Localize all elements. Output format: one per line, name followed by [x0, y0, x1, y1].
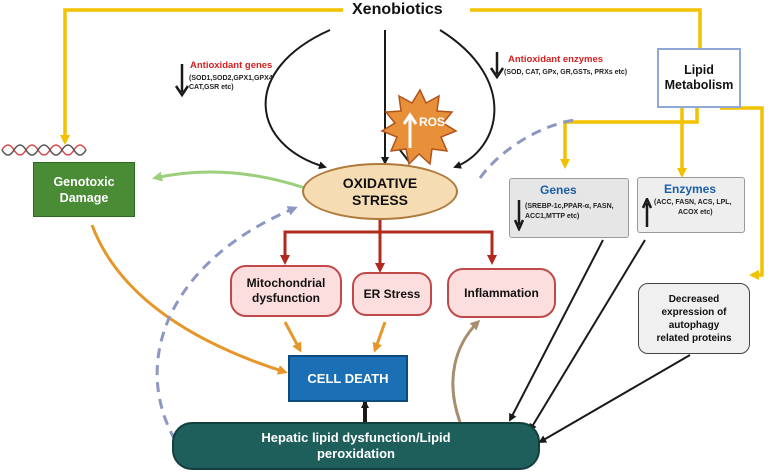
genes-down-icon	[514, 200, 524, 231]
oxidative-stress-line1: OXIDATIVE	[342, 174, 418, 191]
hepatic-line1: Hepatic lipid dysfunction/Lipid	[261, 430, 451, 445]
oxidative-stress-line2: STRESS	[351, 191, 408, 208]
genes-title: Genes	[540, 183, 577, 197]
oxidative-stress-node: OXIDATIVE STRESS	[302, 163, 458, 220]
genes-box: Genes (SREBP-1c,PPAR-α, FASN, ACC1,MTTP …	[509, 178, 629, 238]
cell-death-box: CELL DEATH	[288, 355, 408, 402]
enzymes-box: Enzymes (ACC, FASN, ACS, LPL, ACOX etc)	[637, 177, 745, 233]
enzymes-up-icon	[642, 198, 652, 227]
enzymes-title: Enzymes	[664, 182, 717, 196]
antioxidant-enzymes-list: (SOD, CAT, GPx, GR,GSTs, PRXs etc)	[504, 69, 628, 76]
enzymes-list-2: ACOX etc)	[678, 209, 713, 216]
autophagy-line4: related proteins	[656, 332, 732, 344]
inflammation-node: Inflammation	[447, 268, 556, 318]
orange-arrows	[90, 224, 387, 375]
mitochondrial-line2: dysfunction	[252, 291, 320, 305]
antioxidant-genes-list-2: CAT,GSR etc)	[189, 84, 234, 91]
enzymes-down-arrow-icon	[489, 52, 505, 80]
genes-list-1: (SREBP-1c,PPAR-α, FASN,	[525, 203, 614, 210]
enzymes-list-1: (ACC, FASN, ACS, LPL,	[654, 199, 732, 206]
autophagy-line2: expression of	[661, 306, 727, 318]
green-arrow	[152, 170, 306, 190]
lipid-metabolism-box: Lipid Metabolism	[657, 48, 741, 108]
tan-arrow	[451, 319, 481, 423]
autophagy-line1: Decreased	[668, 293, 720, 305]
genotoxic-damage-box: Genotoxic Damage	[33, 162, 135, 217]
mitochondrial-dysfunction-node: Mitochondrial dysfunction	[230, 265, 342, 317]
autophagy-line3: autophagy	[668, 319, 720, 331]
genotoxic-line1: Genotoxic	[53, 174, 115, 189]
genotoxic-line2: Damage	[59, 190, 109, 205]
er-stress-node: ER Stress	[352, 272, 432, 316]
dna-icon	[1, 144, 87, 156]
hepatic-line2: peroxidation	[316, 446, 395, 461]
ros-up-arrow-icon	[402, 112, 418, 148]
antioxidant-enzymes-label: Antioxidant enzymes	[508, 54, 604, 65]
cell-death-label: CELL DEATH	[307, 371, 389, 386]
er-stress-label: ER Stress	[363, 287, 421, 301]
antioxidant-genes-list-1: (SOD1,SOD2,GPX1,GPX4	[189, 75, 273, 82]
black-arrows-top	[264, 29, 496, 170]
dashed-arrows	[155, 118, 576, 441]
genes-down-arrow-icon	[174, 64, 190, 98]
xenobiotics-title: Xenobiotics	[352, 1, 443, 18]
ros-starburst	[380, 88, 458, 166]
red-arrows	[280, 220, 497, 273]
lipid-metabolism-label: Lipid Metabolism	[664, 63, 734, 92]
mitochondrial-line1: Mitochondrial	[246, 276, 326, 290]
black-arrows-right	[509, 239, 691, 444]
inflammation-label: Inflammation	[464, 286, 539, 300]
antioxidant-genes-label: Antioxidant genes	[190, 60, 273, 71]
genes-list-2: ACC1,MTTP etc)	[525, 213, 580, 220]
autophagy-box: Decreased expression of autophagy relate…	[638, 283, 750, 354]
hepatic-lipid-node: Hepatic lipid dysfunction/Lipid peroxida…	[172, 422, 540, 470]
ros-label: ROS	[419, 115, 446, 129]
xenobiotics-connectors	[60, 8, 764, 280]
